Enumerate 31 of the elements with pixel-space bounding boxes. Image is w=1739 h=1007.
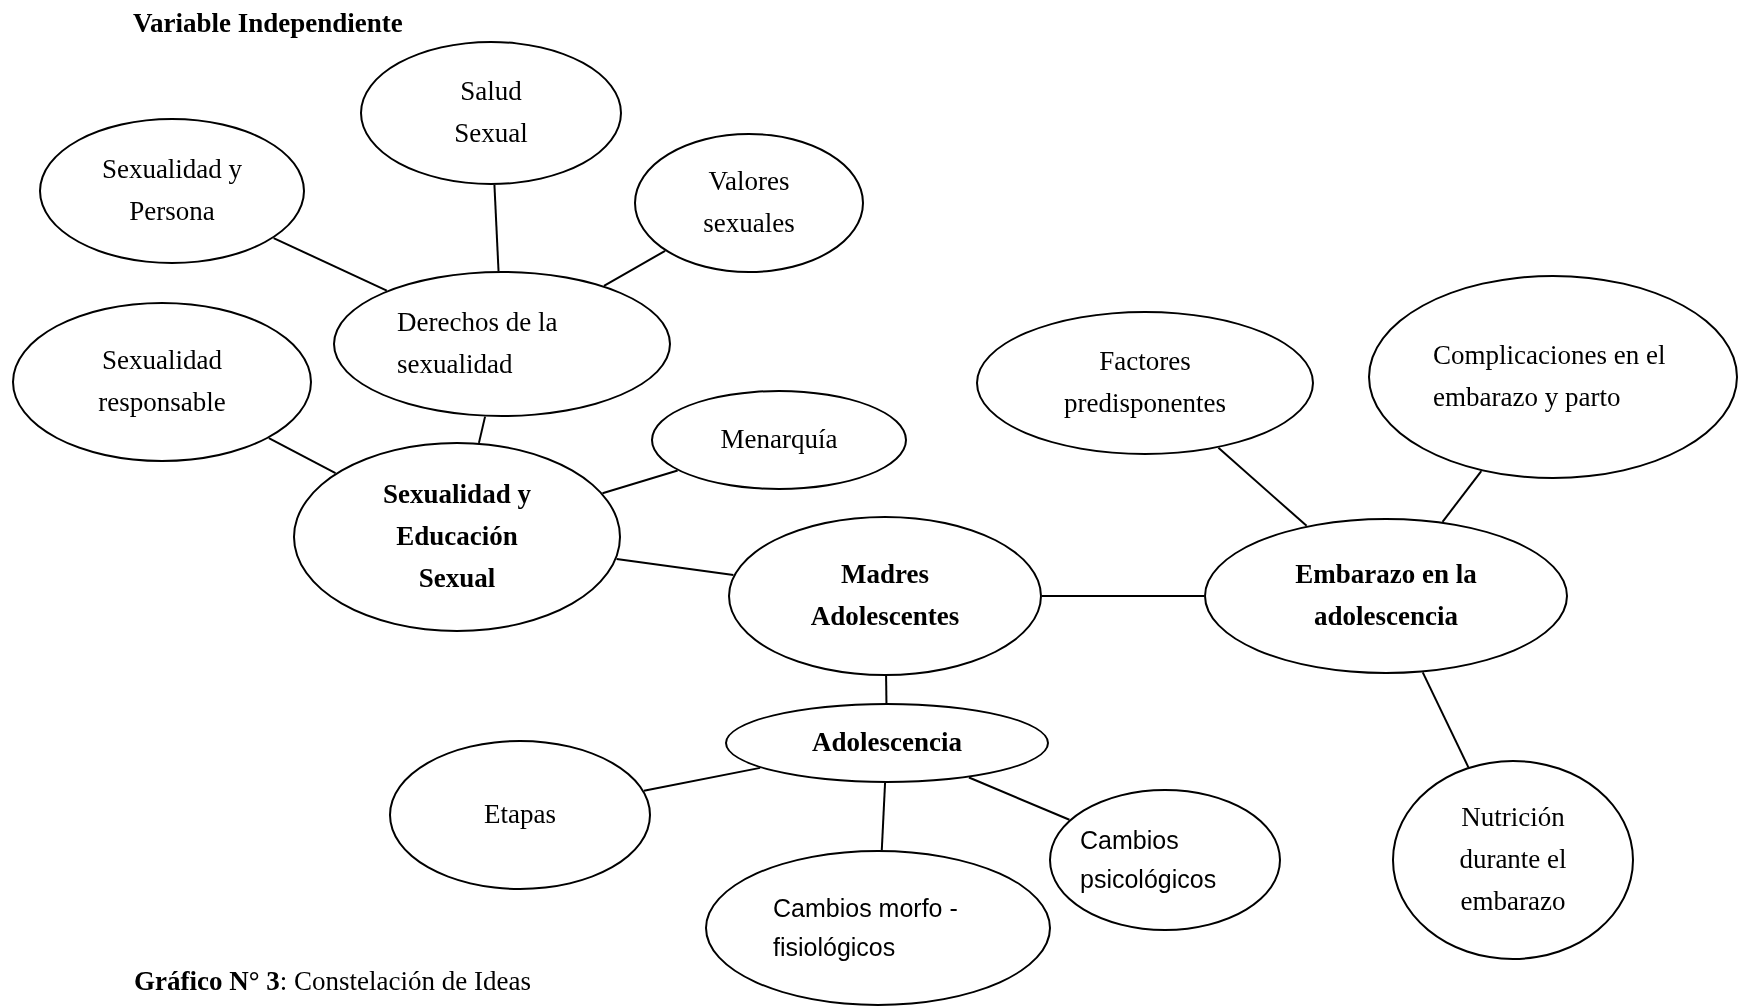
node-label: Madres Adolescentes: [809, 558, 961, 633]
connector-line: [267, 437, 337, 475]
connector-line: [477, 415, 487, 444]
connector-line: [272, 237, 388, 292]
node-label: Nutrición durante el embarazo: [1458, 801, 1568, 918]
figure-caption: Gráfico N° 3: Constelación de Ideas: [134, 966, 531, 997]
node-label: Etapas: [484, 798, 556, 832]
connector-line: [880, 782, 887, 851]
connector-line: [968, 776, 1071, 821]
connector-line: [885, 675, 888, 704]
connector-line: [1041, 595, 1205, 597]
node-label: Sexualidad y Educación Sexual: [382, 478, 532, 595]
node-label: Complicaciones en el embarazo y parto: [1433, 339, 1667, 414]
connector-line: [642, 766, 762, 792]
connector-line: [1217, 446, 1308, 527]
connector-line: [603, 249, 667, 287]
node-label: Derechos de la sexualidad: [397, 306, 559, 381]
node-label: Salud Sexual: [453, 75, 529, 150]
node-label: Valores sexuales: [702, 165, 796, 240]
node-label: Factores predisponentes: [1063, 345, 1227, 420]
node-label: Adolescencia: [812, 726, 962, 760]
node-label: Sexualidad y Persona: [100, 153, 244, 228]
node-label: Cambios psicológicos: [1080, 825, 1218, 895]
node-label: Sexualidad responsable: [97, 344, 227, 419]
node-label: Menarquía: [720, 423, 838, 457]
connector-line: [1421, 671, 1470, 769]
node-label: Cambios morfo -fisiológicos: [773, 893, 959, 963]
heading: Variable Independiente: [133, 8, 403, 39]
connector-line: [601, 469, 679, 495]
connector-line: [493, 184, 500, 272]
node-label: Embarazo en la adolescencia: [1294, 558, 1478, 633]
